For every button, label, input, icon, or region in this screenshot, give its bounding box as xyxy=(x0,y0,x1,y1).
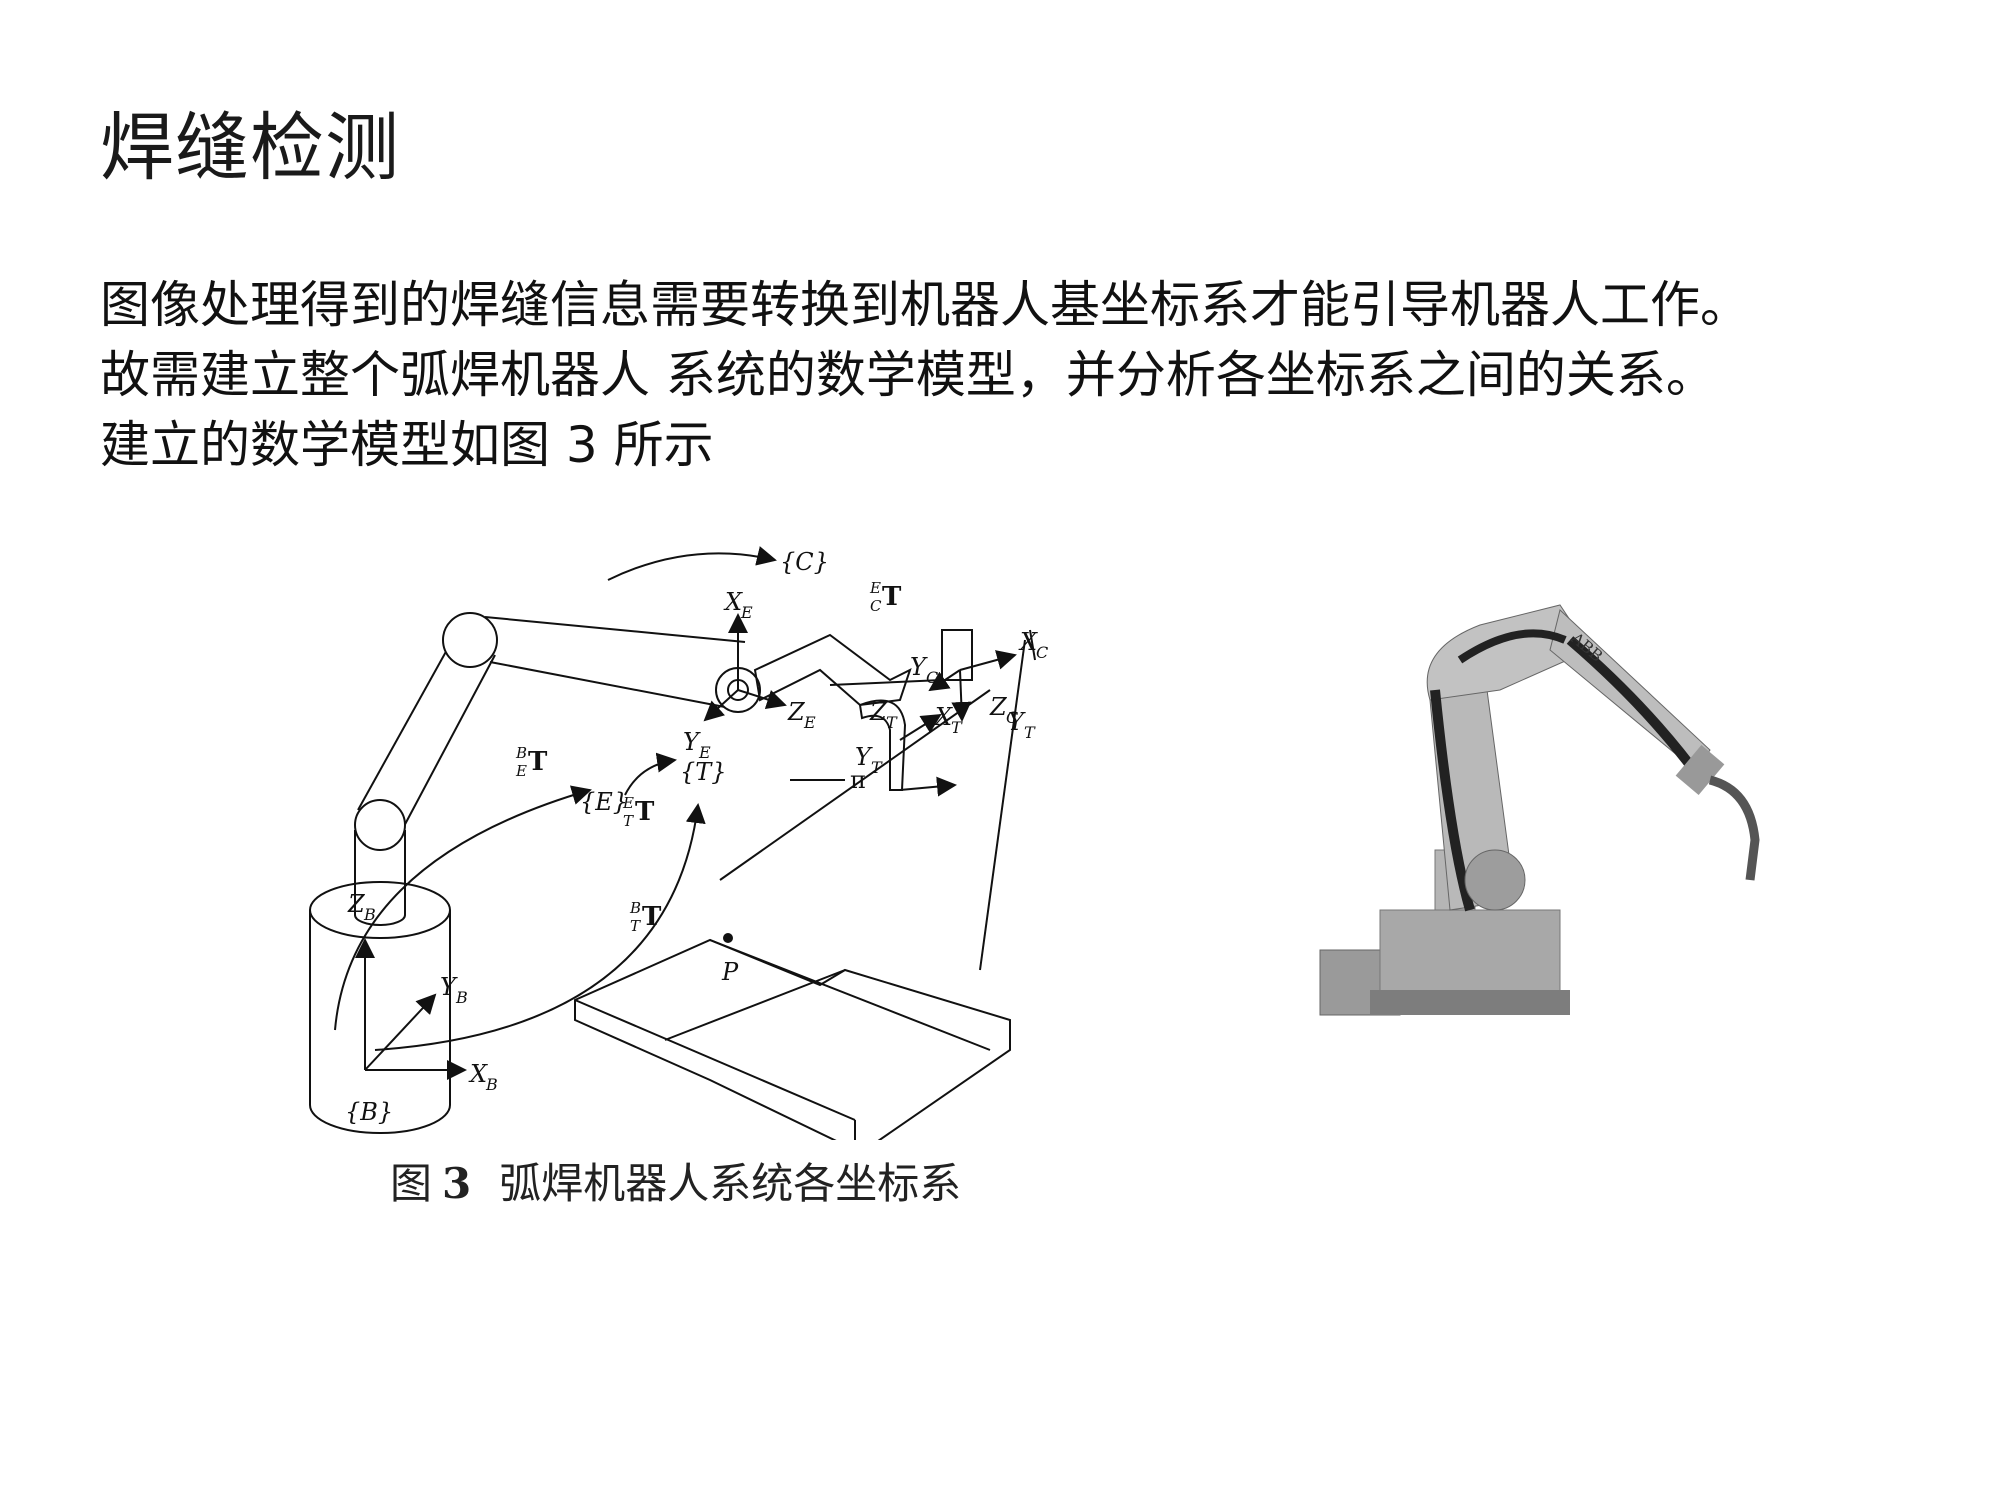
label-T-BT: T xyxy=(642,902,662,932)
transform-arrow-ET xyxy=(624,752,677,796)
label-YT2-sub: T xyxy=(1024,723,1036,742)
label-T-BT-sub: T xyxy=(630,917,641,935)
robot-photo: ABB xyxy=(1310,580,1890,1050)
robot-photo-base xyxy=(1319,849,1570,1016)
label-XC-sub: C xyxy=(1036,643,1048,662)
label-ZC: Z xyxy=(989,693,1008,721)
label-XC: X xyxy=(1018,628,1038,656)
label-ZT-sub: T xyxy=(886,713,898,732)
label-YB-sub: B xyxy=(455,988,468,1007)
axis-ZC xyxy=(951,669,972,722)
paragraph-line-1: 图像处理得到的焊缝信息需要转换到机器人基坐标系才能引导机器人工作。 xyxy=(100,276,1750,334)
paragraph-line-3: 建立的数学模型如图 3 所示 xyxy=(100,416,714,474)
axis-YC xyxy=(928,669,961,692)
transform-arrow-BT xyxy=(374,803,706,1051)
label-T-EC-sup: E xyxy=(869,579,881,597)
robot-arm-links xyxy=(354,612,761,851)
label-ZE: Z xyxy=(787,698,806,726)
axis-YT xyxy=(899,776,957,797)
label-ZC-sub: C xyxy=(1006,708,1018,727)
axis-ZE xyxy=(737,689,787,710)
label-XB: X xyxy=(468,1060,488,1088)
welding-torch xyxy=(753,633,912,707)
label-XB-sub: B xyxy=(485,1075,498,1094)
label-XE: X xyxy=(723,588,743,616)
body-paragraph: 图像处理得到的焊缝信息需要转换到机器人基坐标系才能引导机器人工作。 故需建立整个… xyxy=(100,270,1980,480)
label-XT: X xyxy=(933,703,953,731)
frame-C-label: {C} xyxy=(780,548,829,576)
label-YB: Y xyxy=(440,973,458,1001)
label-YE: Y xyxy=(683,728,701,756)
robot-lower-post xyxy=(354,830,406,926)
label-YT-sub: T xyxy=(871,758,883,777)
laser-plane-line-2 xyxy=(719,689,991,881)
label-T-EC: T xyxy=(882,582,902,612)
page-title: 焊缝检测 xyxy=(100,105,400,191)
label-ZB-sub: B xyxy=(363,905,376,924)
axis-XT xyxy=(899,713,942,741)
transform-arrow-BE xyxy=(334,785,592,1031)
point-P xyxy=(723,933,733,943)
frame-T-label: {T} xyxy=(680,758,727,786)
coordinate-frame-diagram: {B} {E} {T} {C} X B Y B Z B X E Y E Z E … xyxy=(309,546,1048,1140)
torch-neck xyxy=(858,699,907,791)
robot-base-cylinder xyxy=(309,881,451,1134)
label-XT-sub: T xyxy=(951,718,963,737)
label-YE-sub: E xyxy=(698,743,711,762)
caption-text: 弧焊机器人系统各坐标系 xyxy=(499,1159,962,1208)
axis-XC xyxy=(959,650,1017,671)
label-XE-sub: E xyxy=(740,603,753,622)
label-T-ET: T xyxy=(635,797,655,827)
caption-prefix: 图 xyxy=(390,1159,433,1208)
label-pi: π xyxy=(850,766,866,794)
label-T-BE-sub: E xyxy=(515,762,527,780)
laser-plane-line-1 xyxy=(979,639,1026,971)
camera-box xyxy=(941,629,973,681)
label-YC: Y xyxy=(910,653,928,681)
label-ZT: Z xyxy=(869,698,888,726)
frame-B-label: {B} xyxy=(345,1098,393,1126)
label-ZB: Z xyxy=(347,890,366,918)
paragraph-line-2: 故需建立整个弧焊机器人 系统的数学模型，并分析各坐标系之间的关系。 xyxy=(100,346,1716,404)
label-YT: Y xyxy=(855,743,873,771)
robot-photo-arm xyxy=(1426,604,1760,912)
workpiece xyxy=(574,938,1011,1140)
label-T-ET-sup: E xyxy=(622,794,634,812)
transform-arrow-EC xyxy=(607,546,777,581)
label-T-BE-sup: B xyxy=(515,744,527,762)
axis-YE xyxy=(703,689,739,722)
label-P: P xyxy=(721,958,739,986)
label-YT2: Y xyxy=(1008,708,1026,736)
frame-E-label: {E} xyxy=(580,788,628,816)
label-T-ET-sub: T xyxy=(623,812,634,830)
label-T-EC-sub: C xyxy=(870,597,882,615)
laser-plane-edge xyxy=(1029,629,1036,661)
label-ZE-sub: E xyxy=(803,713,816,732)
label-YC-sub: C xyxy=(926,668,938,687)
axis-YB xyxy=(364,993,437,1071)
label-T-BT-sup: B xyxy=(629,899,641,917)
caption-number: 3 xyxy=(442,1159,472,1208)
label-T-BE: T xyxy=(528,747,548,777)
